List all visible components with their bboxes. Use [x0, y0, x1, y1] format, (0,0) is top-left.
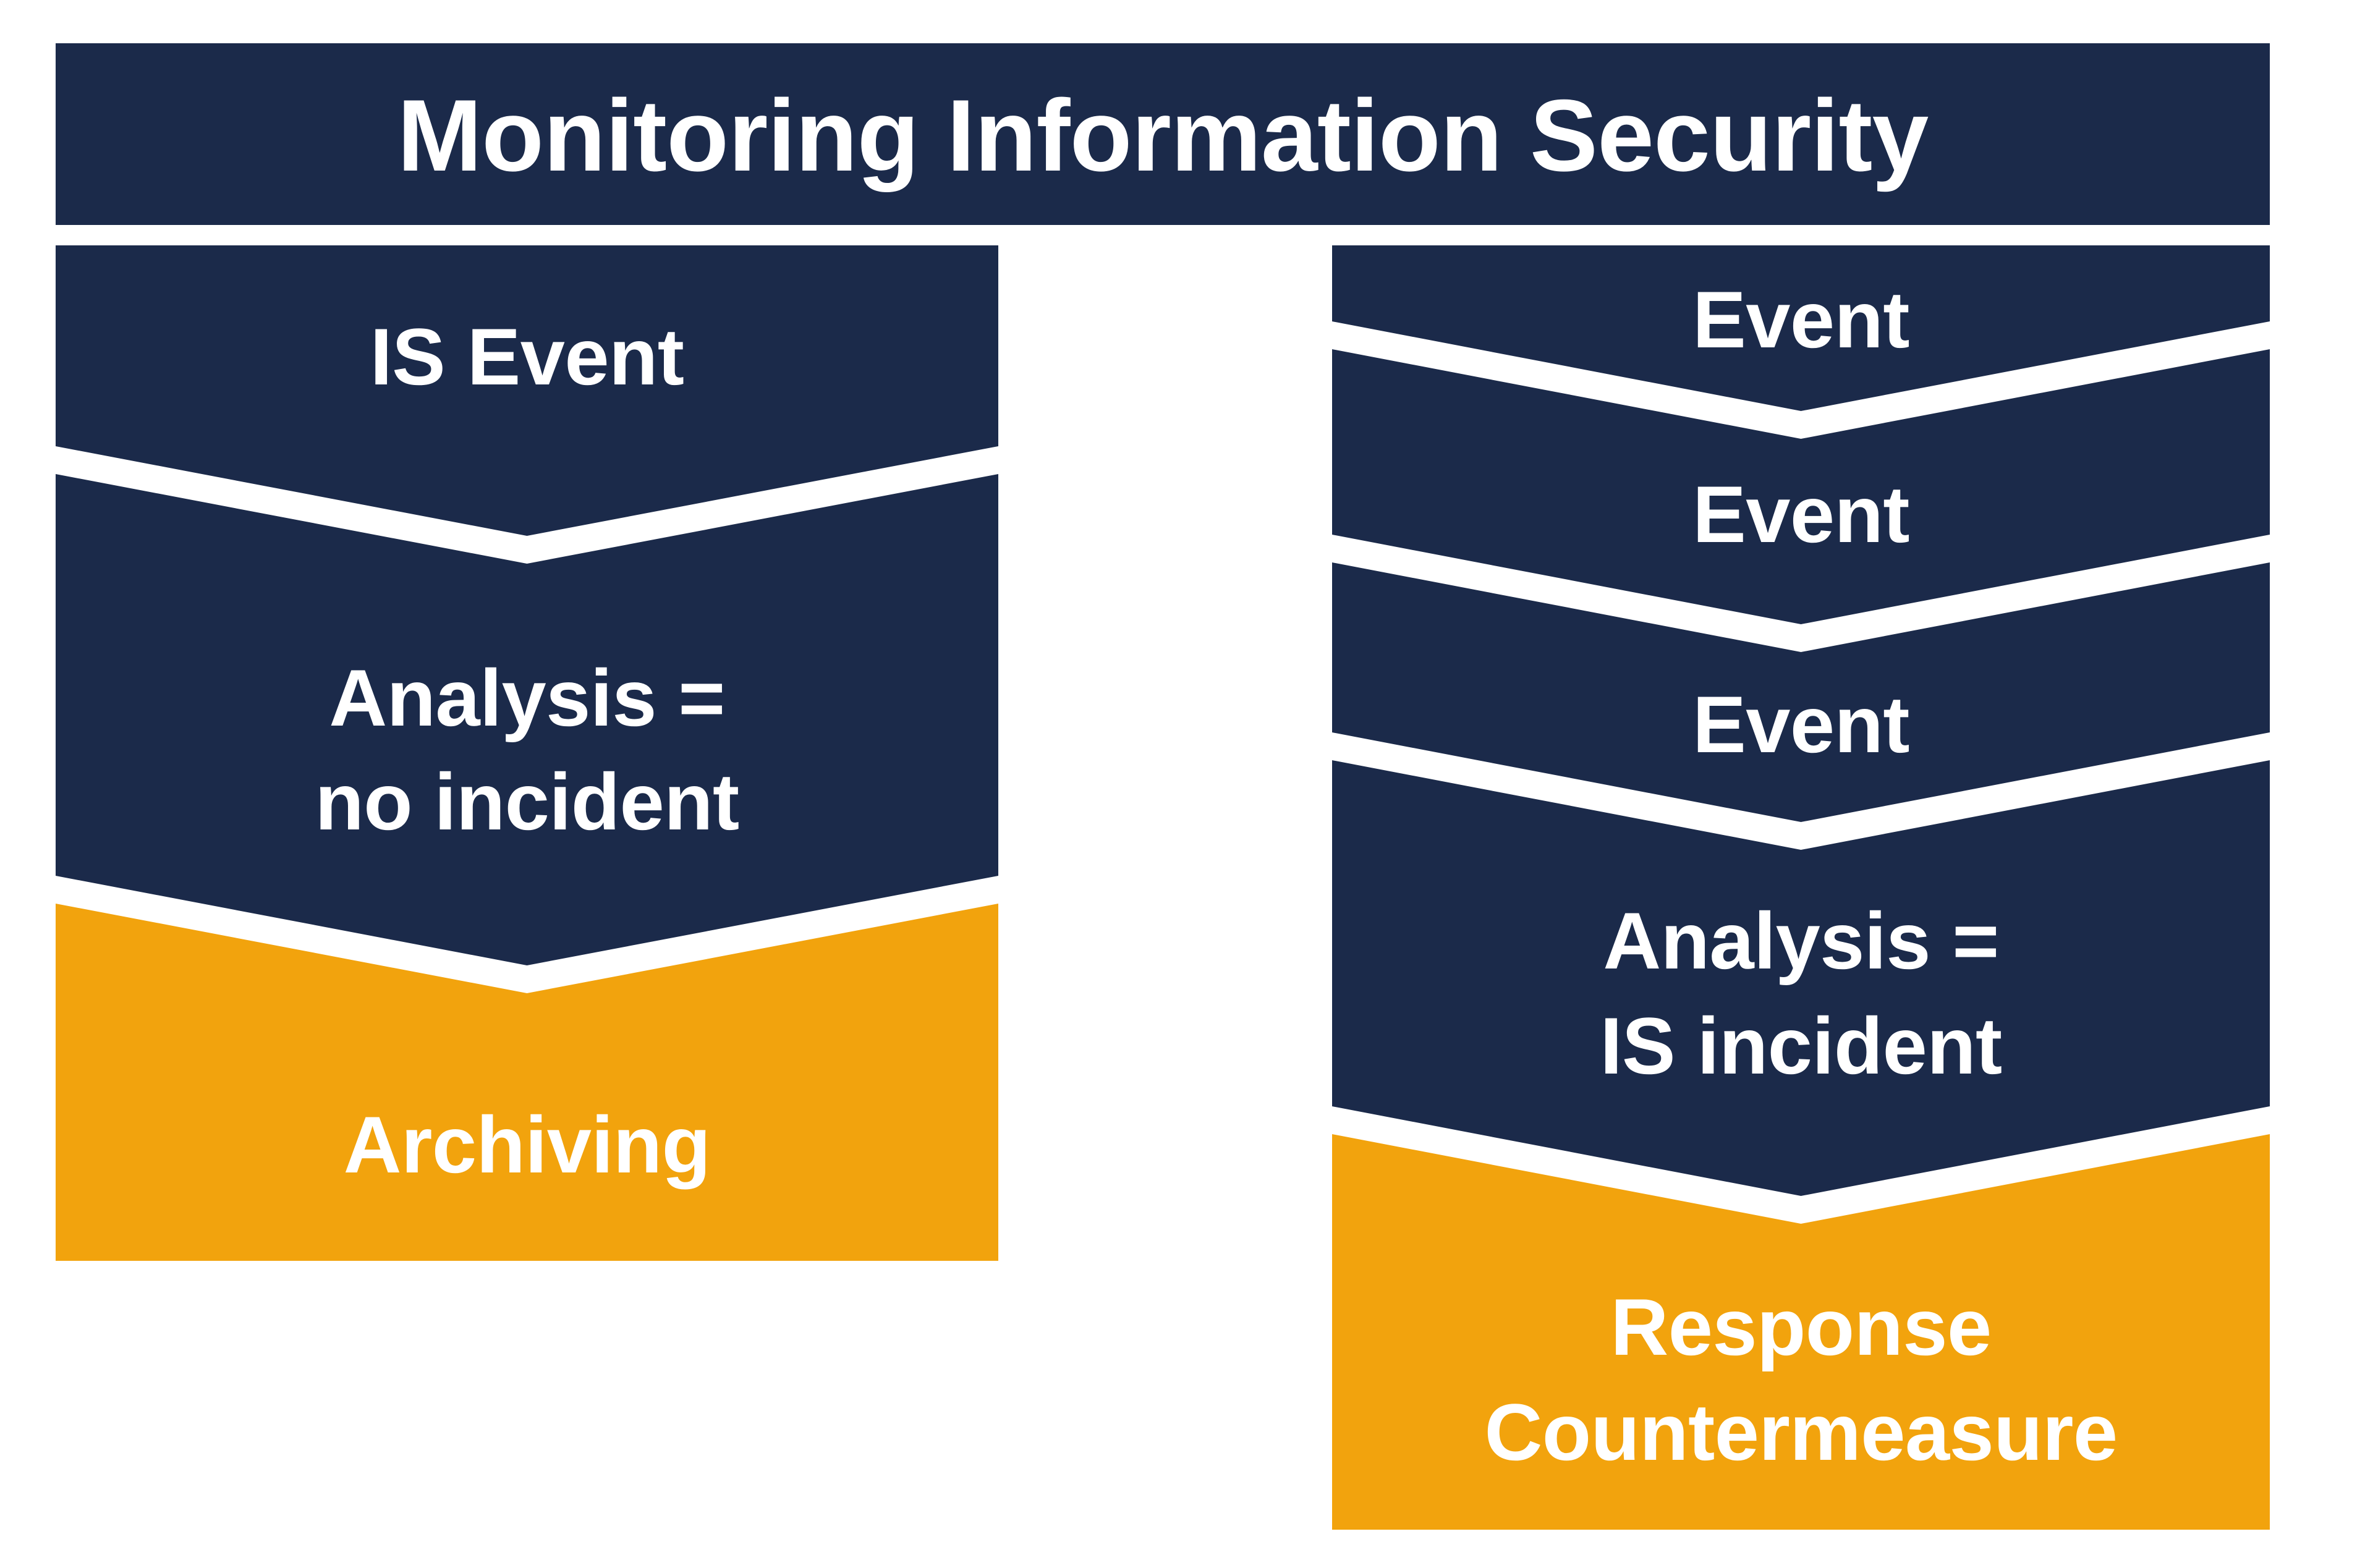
response-countermeasure-label-line2: Countermeasure: [1485, 1387, 2118, 1477]
analysis-no-incident-label-line1: Analysis =: [329, 653, 724, 743]
event-2-label: Event: [1692, 469, 1909, 559]
analysis-no-incident-label-line2: no incident: [315, 756, 739, 847]
analysis-is-incident-label-line2: IS incident: [1600, 1001, 2002, 1091]
page-title: Monitoring Information Security: [397, 78, 1929, 192]
chevron-event-3: [1332, 562, 2270, 822]
analysis-is-incident-label-line1: Analysis =: [1603, 896, 1998, 986]
header-bar: [56, 43, 2270, 225]
response-countermeasure-label-line1: Response: [1610, 1282, 1991, 1372]
right-flow: Event Event Event Analysis = IS incident…: [1332, 245, 2270, 1530]
chevron-is-event: [56, 245, 998, 536]
chevron-archiving: [56, 904, 998, 1261]
chevron-analysis-no-incident: [56, 474, 998, 965]
is-event-label: IS Event: [370, 311, 684, 402]
chevron-event-2: [1332, 349, 2270, 624]
chevron-response-countermeasure: [1332, 1134, 2270, 1530]
chevron-event-1: [1332, 245, 2270, 411]
chevron-analysis-is-incident: [1332, 760, 2270, 1196]
left-flow: IS Event Analysis = no incident Archivin…: [56, 245, 998, 1261]
event-3-label: Event: [1692, 679, 1909, 769]
event-1-label: Event: [1692, 274, 1909, 365]
archiving-label: Archiving: [344, 1100, 711, 1190]
